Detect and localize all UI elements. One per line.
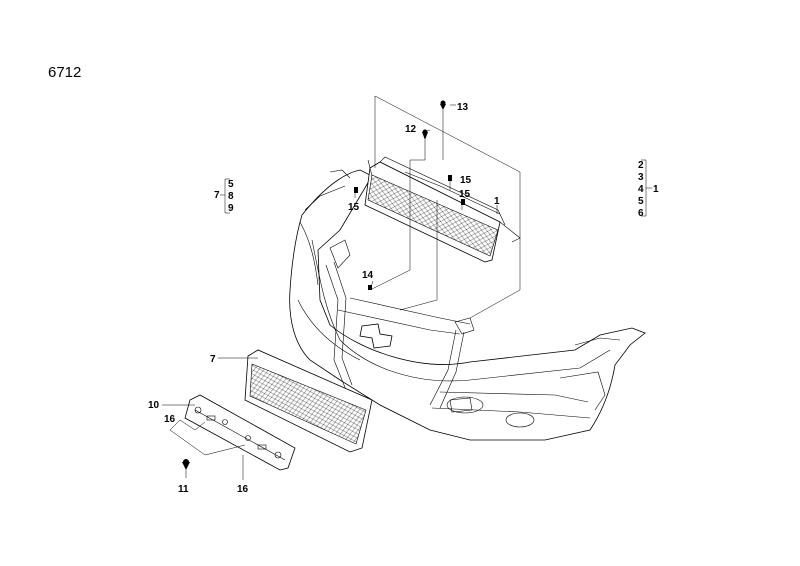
callout-15c: 15 [348,202,360,213]
callout-7: 7 [214,190,220,201]
callout-14: 14 [362,270,374,281]
callout-4: 4 [638,184,644,195]
callout-15b: 15 [459,189,471,200]
callout-8: 8 [228,191,234,202]
callout-15a: 15 [460,175,472,186]
diagram-code: 6712 [48,64,81,81]
front-bumper [289,169,646,441]
lower-grille [244,349,373,453]
callout-12: 12 [405,124,417,135]
license-plate-bracket [184,394,296,471]
callout-3: 3 [638,172,644,183]
callout-10: 10 [148,400,160,411]
callout-11: 11 [178,484,189,495]
callout-13: 13 [457,102,469,113]
upper-grille [364,156,521,263]
callout-16a: 16 [164,414,176,425]
callout-1: 1 [653,184,659,195]
callout-5: 5 [638,196,644,207]
callout-9: 9 [228,203,234,214]
callout-1b: 1 [494,196,500,207]
callout-5b: 5 [228,179,234,190]
callout-2: 2 [638,160,644,171]
callout-7b: 7 [210,354,216,365]
callout-6: 6 [638,208,644,219]
leader-lines [162,95,652,480]
callout-labels: 13 12 15 15 15 1 14 7 10 16 11 16 7 5 8 … [148,102,659,495]
callout-16b: 16 [237,484,249,495]
fasteners [182,100,465,470]
